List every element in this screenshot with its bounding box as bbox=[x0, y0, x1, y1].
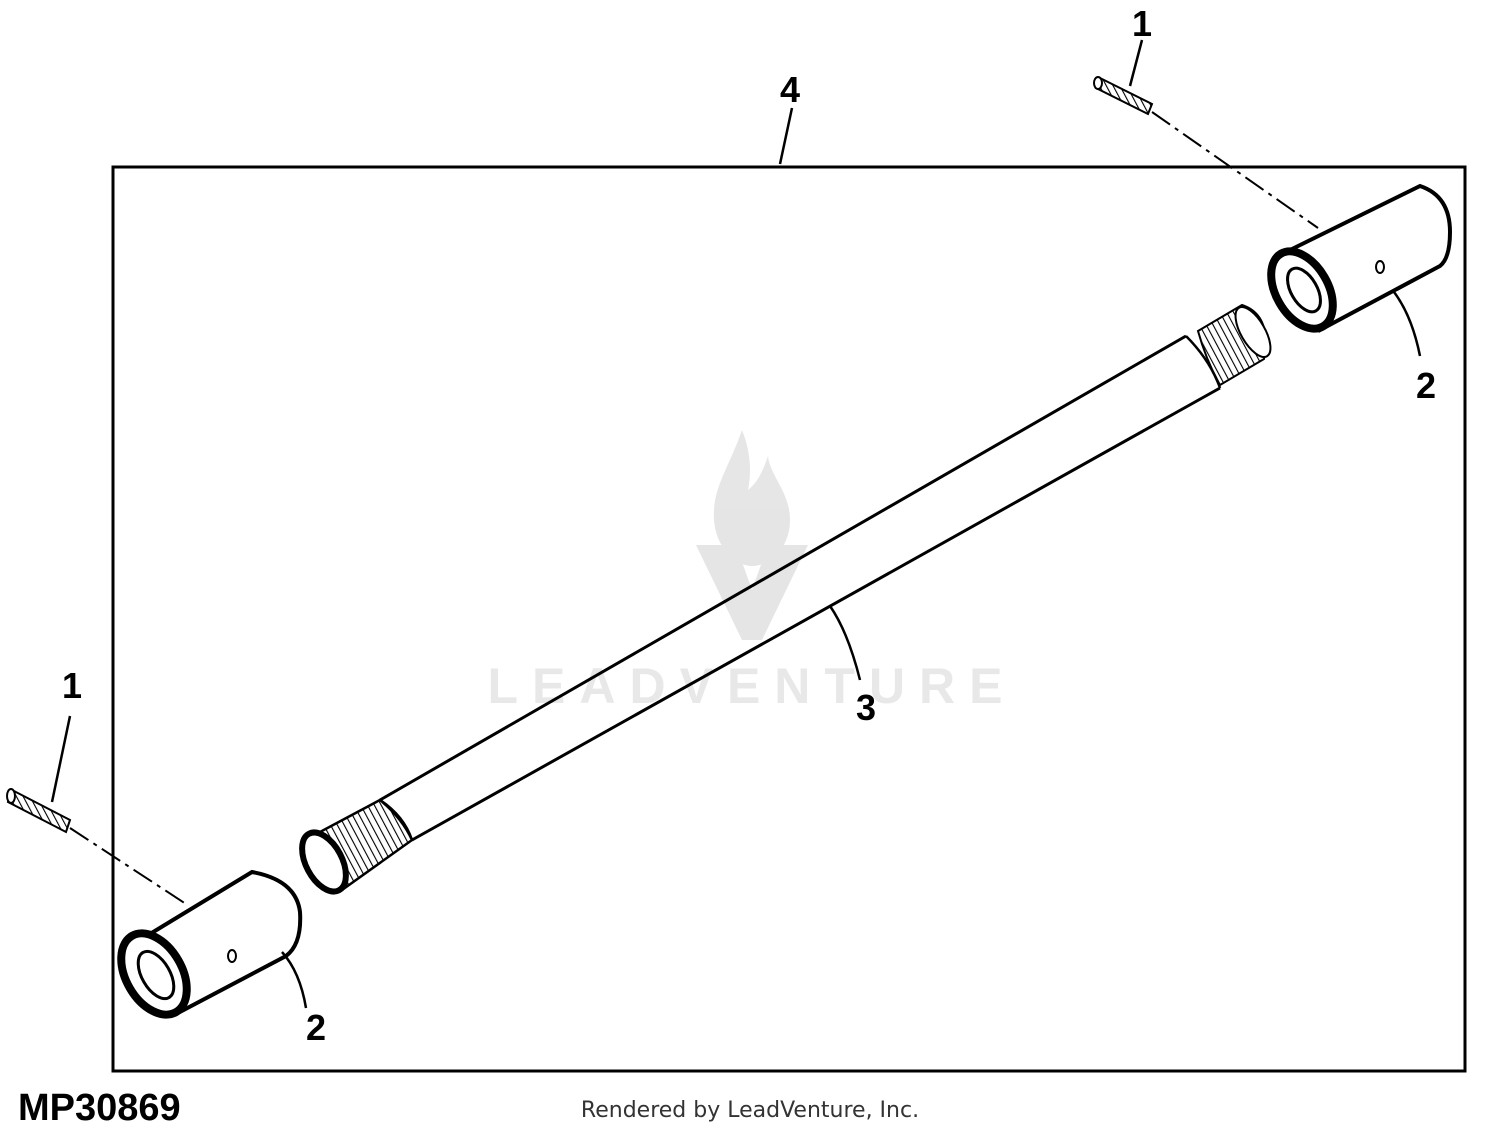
leadventure-watermark: LEADVENTURE bbox=[487, 430, 1016, 714]
render-credit: Rendered by LeadVenture, Inc. bbox=[580, 1098, 920, 1123]
shaft-right-shoulder bbox=[1185, 335, 1222, 389]
callout-kit: 4 bbox=[780, 69, 800, 110]
shaft-leader bbox=[828, 605, 862, 681]
callout-pin-top: 1 bbox=[1132, 3, 1152, 44]
coupler-bottom-left-pin-hole bbox=[227, 949, 237, 963]
callout-shaft: 3 bbox=[856, 687, 876, 728]
pin-top-body bbox=[1094, 76, 1154, 116]
coupler-top-right bbox=[1267, 183, 1453, 333]
kit-boundary-box bbox=[111, 165, 1467, 1073]
coupler-bottom-left-bore bbox=[136, 949, 176, 1001]
shaft-right-end bbox=[1234, 306, 1272, 358]
pin-left-leader bbox=[50, 715, 72, 803]
pin-top-end bbox=[1093, 76, 1103, 90]
shaft-top-edge bbox=[379, 334, 1187, 802]
shaft-bottom-edge bbox=[411, 386, 1221, 842]
callout-pin-left: 1 bbox=[62, 665, 82, 706]
pin-top-axis-dashed bbox=[1151, 111, 1319, 229]
shaft bbox=[299, 303, 1272, 895]
coupler-top-right-bore bbox=[1286, 266, 1322, 314]
shaft-left-end bbox=[299, 829, 349, 895]
callout-coupler-bottom: 2 bbox=[306, 1007, 326, 1048]
figure-id: MP30869 bbox=[18, 1087, 181, 1129]
coupler-top-right-pin-hole bbox=[1375, 260, 1385, 274]
coupler-top-right-leader bbox=[1392, 291, 1422, 357]
pin-top-leader bbox=[1128, 39, 1144, 87]
pin-left-axis-dashed bbox=[69, 827, 187, 905]
callout-coupler-top: 2 bbox=[1416, 365, 1436, 406]
watermark-flame-icon bbox=[713, 430, 790, 566]
watermark-text: LEADVENTURE bbox=[487, 658, 1016, 714]
pin-left-end bbox=[6, 788, 16, 804]
coupler-bottom-left-leader bbox=[281, 951, 308, 1009]
coupler-bottom-left bbox=[117, 869, 303, 1019]
pin-left bbox=[6, 715, 187, 905]
pin-left-body bbox=[6, 788, 72, 834]
pin-top bbox=[1093, 39, 1319, 229]
kit-leader-line bbox=[778, 107, 794, 165]
